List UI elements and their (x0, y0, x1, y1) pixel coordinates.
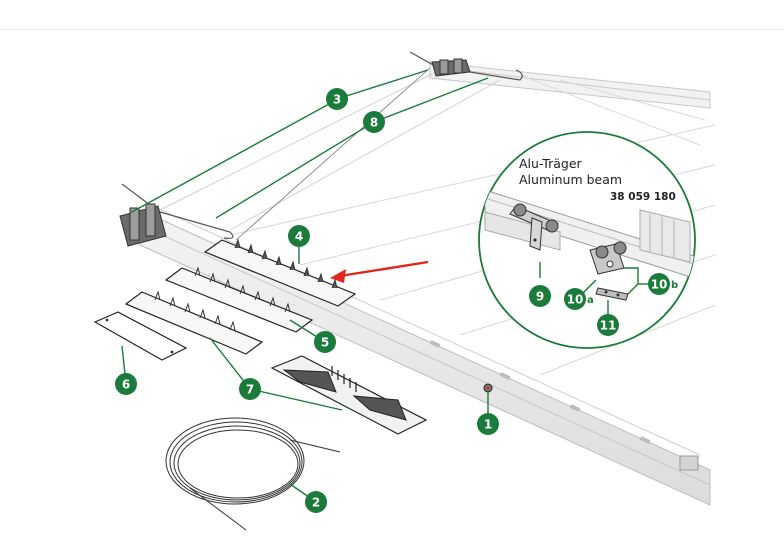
roller-part-10a (589, 241, 627, 275)
callout-11: 11 (597, 314, 619, 336)
callout-5: 5 (314, 331, 336, 353)
callout-2: 2 (305, 491, 327, 513)
svg-text:1: 1 (484, 418, 492, 432)
svg-text:10: 10 (567, 293, 584, 307)
flat-plate-part-6 (93, 311, 188, 361)
svg-text:11: 11 (600, 319, 617, 333)
wire-coil-part-2 (165, 417, 341, 531)
callout-7: 7 (239, 378, 261, 400)
svg-text:7: 7 (246, 383, 254, 397)
svg-text:5: 5 (321, 336, 329, 350)
svg-text:10: 10 (651, 278, 668, 292)
svg-text:3: 3 (333, 93, 341, 107)
callout-10b: 10 b (648, 273, 678, 295)
inset-label-de: Alu-Träger (519, 156, 583, 171)
callout-1: 1 (477, 413, 499, 435)
inset-label-en: Aluminum beam (519, 172, 622, 187)
callout-10a: 10 a (564, 288, 594, 310)
clip-plate-part-7a (124, 290, 264, 355)
top-divider (0, 29, 784, 30)
red-arrow (330, 260, 429, 283)
svg-text:4: 4 (295, 230, 303, 244)
svg-text:9: 9 (536, 290, 544, 304)
callout-8: 8 (363, 111, 385, 133)
bracket-part-3-front (119, 203, 167, 247)
callout-4: 4 (288, 225, 310, 247)
svg-text:6: 6 (122, 378, 130, 392)
callout-9: 9 (529, 285, 551, 307)
detail-inset: Alu-Träger Aluminum beam 38 059 180 (478, 131, 696, 349)
callout-3: 3 (326, 88, 348, 110)
spike-tray-part-7 (270, 355, 428, 435)
bracket-part-3-back (431, 58, 471, 77)
plate-part-11 (595, 287, 629, 301)
screw-part-1 (483, 383, 493, 393)
hanger-part-9 (509, 203, 559, 251)
callout-6: 6 (115, 373, 137, 395)
clip-plate-part-4 (203, 238, 357, 307)
svg-text:b: b (671, 280, 678, 291)
svg-text:2: 2 (312, 496, 320, 510)
clip-plate-part-5 (164, 266, 314, 333)
svg-text:a: a (587, 295, 594, 306)
guide-wire (121, 51, 523, 241)
svg-text:8: 8 (370, 116, 378, 130)
inset-part-number: 38 059 180 (610, 191, 676, 203)
